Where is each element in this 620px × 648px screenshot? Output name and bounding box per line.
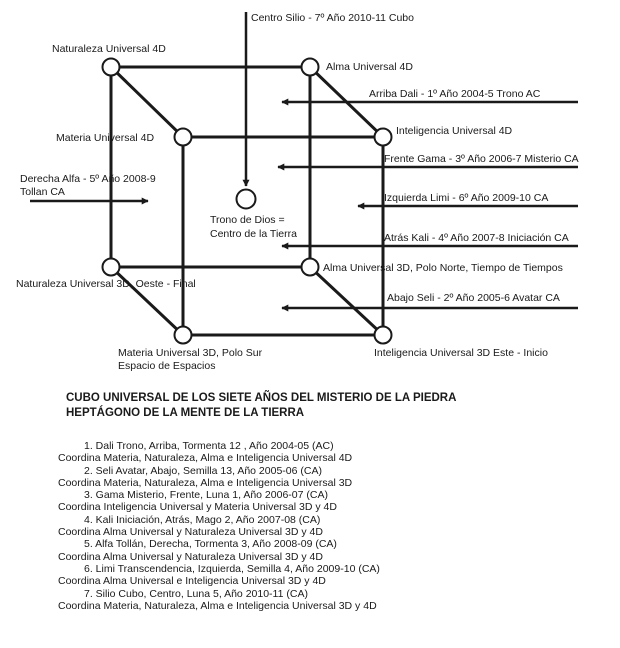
list-item-description: Coordina Inteligencia Universal y Materi… <box>58 501 337 514</box>
list-item: 1. Dali Trono, Arriba, Tormenta 12 , Año… <box>84 440 334 452</box>
edge-nat3d-mat3d <box>109 265 185 337</box>
list-item: 2. Seli Avatar, Abajo, Semilla 13, Año 2… <box>84 464 322 477</box>
label-gama: Frente Gama - 3º Año 2006-7 Misterio CA <box>384 153 579 165</box>
label-dali: Arriba Dali - 1º Año 2004-5 Trono AC <box>369 88 541 100</box>
edge-alma3d-int3d <box>308 265 385 337</box>
label-int3d: Inteligencia Universal 3D Este - Inicio <box>374 347 548 359</box>
node-alma3d <box>300 257 320 277</box>
list-item-description: Coordina Alma Universal e Inteligencia U… <box>58 575 326 588</box>
node-nat4d <box>101 57 121 77</box>
label-int4d: Inteligencia Universal 4D <box>396 125 513 137</box>
list-item: 3. Gama Misterio, Frente, Luna 1, Año 20… <box>84 489 328 502</box>
label-alma3d: Alma Universal 3D, Polo Norte, Tiempo de… <box>323 262 563 274</box>
label-mat3d-line2: Espacio de Espacios <box>118 360 215 372</box>
node-nat3d <box>101 257 121 277</box>
label-mat3d-line1: Materia Universal 3D, Polo Sur <box>118 347 263 359</box>
label-nat3d: Naturaleza Universal 3D, Oeste - Final <box>16 278 196 290</box>
label-mat4d: Materia Universal 4D <box>56 132 154 144</box>
title-line-2: HEPTÁGONO DE LA MENTE DE LA TIERRA <box>66 407 305 419</box>
list-item: 4. Kali Iniciación, Atrás, Mago 2, Año 2… <box>84 513 321 526</box>
node-center <box>235 188 257 210</box>
cube-edges <box>109 65 385 337</box>
node-int3d <box>373 325 393 345</box>
label-kali: Atrás Kali - 4º Año 2007-8 Iniciación CA <box>384 232 569 244</box>
year-list: 1. Dali Trono, Arriba, Tormenta 12 , Año… <box>58 440 380 612</box>
title-line-1: CUBO UNIVERSAL DE LOS SIETE AÑOS DEL MIS… <box>66 392 457 404</box>
label-limi: Izquierda Limi - 6º Año 2009-10 CA <box>384 192 548 204</box>
label-alma4d: Alma Universal 4D <box>326 61 413 73</box>
list-item: 5. Alfa Tollán, Derecha, Tormenta 3, Año… <box>84 538 337 551</box>
label-seli: Abajo Seli - 2º Año 2005-6 Avatar CA <box>387 292 560 304</box>
label-silio: Centro Silio - 7º Año 2010-11 Cubo <box>251 12 414 24</box>
list-item-description: Coordina Materia, Naturaleza, Alma e Int… <box>58 452 353 465</box>
label-center-line1: Trono de Dios = <box>210 214 285 226</box>
list-item-description: Coordina Alma Universal y Naturaleza Uni… <box>58 526 323 539</box>
node-alma4d <box>300 57 320 77</box>
label-center-line2: Centro de la Tierra <box>210 228 297 240</box>
node-mat4d <box>173 127 193 147</box>
list-item-description: Coordina Materia, Naturaleza, Alma e Int… <box>58 476 353 489</box>
cube-diagram: Naturaleza Universal 4D Alma Universal 4… <box>16 12 579 372</box>
edge-nat4d-mat4d <box>109 65 185 139</box>
vertices <box>101 57 393 345</box>
label-alfa-line1: Derecha Alfa - 5º Año 2008-9 <box>20 173 156 185</box>
arrows <box>30 12 578 312</box>
node-mat3d <box>173 325 193 345</box>
list-item: 6. Limi Transcendencia, Izquierda, Semil… <box>84 562 380 575</box>
node-int4d <box>373 127 393 147</box>
label-nat4d: Naturaleza Universal 4D <box>52 43 166 55</box>
list-item-description: Coordina Alma Universal y Naturaleza Uni… <box>58 550 323 563</box>
list-item-description: Coordina Materia, Naturaleza, Alma e Int… <box>58 599 377 612</box>
list-item: 7. Silio Cubo, Centro, Luna 5, Año 2010-… <box>84 587 308 600</box>
document-title: CUBO UNIVERSAL DE LOS SIETE AÑOS DEL MIS… <box>66 391 456 421</box>
label-alfa-line2: Tollan CA <box>20 186 65 198</box>
